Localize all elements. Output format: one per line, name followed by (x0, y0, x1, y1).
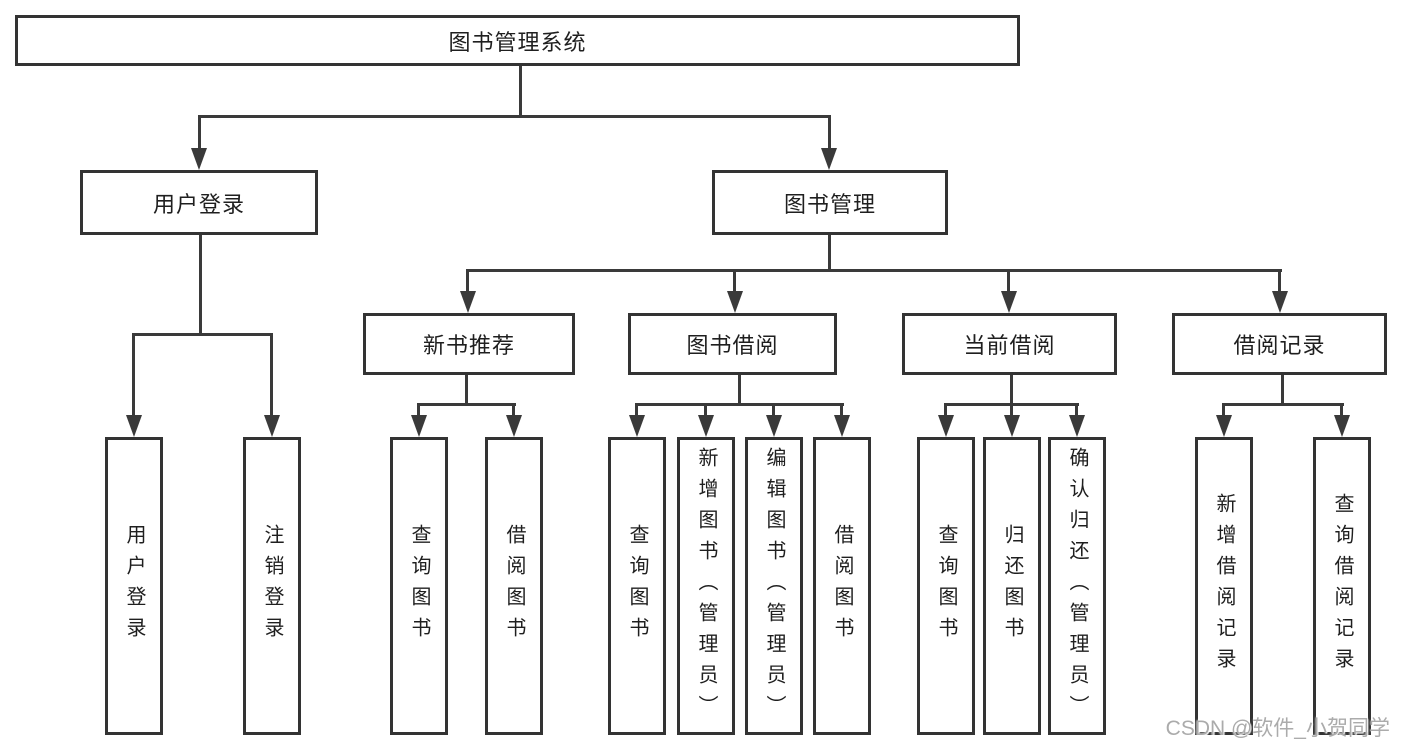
arrowhead-down-icon (1001, 291, 1017, 313)
node-borrowing-records: 借阅记录 (1172, 313, 1387, 375)
node-label: 确认归还（管理员） (1066, 446, 1088, 726)
connector-line (828, 115, 831, 148)
node-leaf-user-login: 用户登录 (105, 437, 163, 735)
connector-line (519, 66, 522, 117)
node-label: 新增图书（管理员） (695, 446, 717, 726)
arrowhead-down-icon (698, 415, 714, 437)
arrowhead-down-icon (727, 291, 743, 313)
node-leaf-query-borrow-record: 查询借阅记录 (1313, 437, 1371, 735)
arrowhead-down-icon (191, 148, 207, 170)
connector-line (417, 403, 516, 406)
connector-line (198, 115, 831, 118)
node-leaf-borrow-books-1: 借阅图书 (485, 437, 543, 735)
node-leaf-query-books-2: 查询图书 (608, 437, 666, 735)
arrowhead-down-icon (1069, 415, 1085, 437)
node-leaf-borrow-books-2: 借阅图书 (813, 437, 871, 735)
node-label: 查询图书 (408, 524, 430, 648)
node-leaf-confirm-return-admin: 确认归还（管理员） (1048, 437, 1106, 735)
node-label: 图书借阅 (686, 333, 779, 358)
node-leaf-return-books: 归还图书 (983, 437, 1041, 735)
arrowhead-down-icon (1004, 415, 1020, 437)
connector-line (1010, 403, 1013, 415)
node-root: 图书管理系统 (15, 15, 1020, 66)
arrowhead-down-icon (1216, 415, 1232, 437)
connector-line (199, 235, 202, 335)
csdn-watermark: CSDN @软件_小贺同学 (1165, 717, 1390, 740)
node-label: 当前借阅 (963, 333, 1056, 358)
arrowhead-down-icon (126, 415, 142, 437)
connector-line (1222, 403, 1344, 406)
connector-line (132, 333, 272, 336)
node-leaf-query-books-1: 查询图书 (390, 437, 448, 735)
arrowhead-down-icon (460, 291, 476, 313)
connector-line (733, 269, 736, 291)
arrowhead-down-icon (264, 415, 280, 437)
node-label: 新增借阅记录 (1213, 493, 1235, 679)
node-book-borrowing: 图书借阅 (628, 313, 837, 375)
arrowhead-down-icon (1334, 415, 1350, 437)
connector-line (132, 333, 135, 415)
arrowhead-down-icon (938, 415, 954, 437)
node-current-borrowing: 当前借阅 (902, 313, 1117, 375)
connector-line (512, 403, 515, 415)
connector-line (466, 269, 1282, 272)
connector-line (1278, 269, 1281, 291)
node-label: 借阅图书 (831, 524, 853, 648)
arrowhead-down-icon (506, 415, 522, 437)
node-label: 注销登录 (261, 524, 283, 648)
node-label: 查询借阅记录 (1331, 493, 1353, 679)
node-label: 用户登录 (123, 524, 145, 648)
node-label: 借阅记录 (1233, 333, 1326, 358)
arrowhead-down-icon (1272, 291, 1288, 313)
node-leaf-add-book-admin: 新增图书（管理员） (677, 437, 735, 735)
connector-line (840, 403, 843, 415)
node-new-book-recommendation: 新书推荐 (363, 313, 575, 375)
node-root-label: 图书管理系统 (448, 29, 587, 55)
node-label: 借阅图书 (503, 524, 525, 648)
node-label: 编辑图书（管理员） (763, 446, 785, 726)
connector-line (465, 375, 468, 405)
node-label: 归还图书 (1001, 524, 1023, 648)
node-leaf-logout: 注销登录 (243, 437, 301, 735)
node-label: 用户登录 (152, 191, 245, 217)
connector-line (738, 375, 741, 405)
node-label: 图书管理 (783, 191, 876, 217)
connector-line (466, 269, 469, 291)
arrowhead-down-icon (821, 148, 837, 170)
arrowhead-down-icon (411, 415, 427, 437)
node-leaf-add-borrow-record: 新增借阅记录 (1195, 437, 1253, 735)
connector-line (635, 403, 844, 406)
connector-line (1222, 403, 1225, 415)
connector-line (1281, 375, 1284, 405)
node-user-login-module: 用户登录 (80, 170, 318, 235)
connector-line (772, 403, 775, 415)
connector-line (1075, 403, 1078, 415)
node-label: 新书推荐 (422, 333, 515, 358)
connector-line (635, 403, 638, 415)
node-book-management-module: 图书管理 (712, 170, 948, 235)
arrowhead-down-icon (629, 415, 645, 437)
connector-line (417, 403, 420, 415)
connector-line (1007, 269, 1010, 291)
node-label: 查询图书 (935, 524, 957, 648)
connector-line (704, 403, 707, 415)
connector-line (1010, 375, 1013, 405)
node-leaf-query-books-3: 查询图书 (917, 437, 975, 735)
arrowhead-down-icon (766, 415, 782, 437)
node-leaf-edit-book-admin: 编辑图书（管理员） (745, 437, 803, 735)
connector-line (828, 235, 831, 272)
arrowhead-down-icon (834, 415, 850, 437)
connector-line (1340, 403, 1343, 415)
connector-line (198, 115, 201, 148)
connector-line (270, 333, 273, 415)
connector-line (944, 403, 947, 415)
node-label: 查询图书 (626, 524, 648, 648)
